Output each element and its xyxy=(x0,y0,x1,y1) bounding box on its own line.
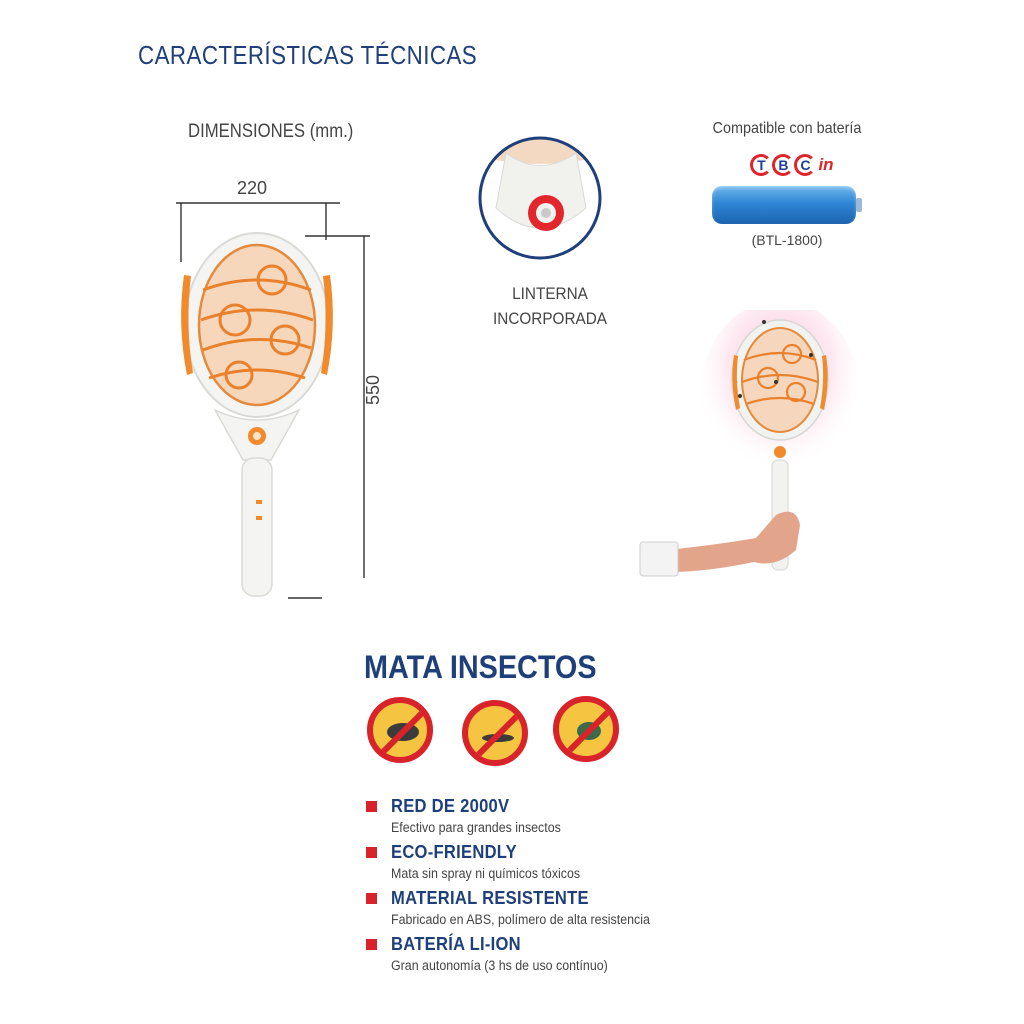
feature-item: BATERÍA LI-ION Gran autonomía (3 hs de u… xyxy=(366,934,786,973)
battery-image xyxy=(712,186,862,224)
bullet-square-icon xyxy=(366,939,377,950)
dimensions-label: DIMENSIONES (mm.) xyxy=(188,121,354,142)
product-title: MATA INSECTOS xyxy=(364,649,597,685)
flashlight-label: LINTERNA INCORPORADA xyxy=(493,284,607,328)
feature-title: MATERIAL RESISTENTE xyxy=(391,888,589,908)
feature-title: BATERÍA LI-ION xyxy=(391,934,521,954)
cockroach-icon xyxy=(367,697,433,763)
feature-description: Efectivo para grandes insectos xyxy=(391,820,561,835)
feature-item: RED DE 2000V Efectivo para grandes insec… xyxy=(366,796,786,835)
battery-compatible-label: Compatible con batería xyxy=(712,120,862,137)
bullet-square-icon xyxy=(366,801,377,812)
feature-item: ECO-FRIENDLY Mata sin spray ni químicos … xyxy=(366,842,786,881)
racket-in-hand-image xyxy=(639,310,856,577)
battery-model: (BTL-1800) xyxy=(751,232,823,248)
features-list: RED DE 2000V Efectivo para grandes insec… xyxy=(366,796,786,980)
feature-description: Gran autonomía (3 hs de uso contínuo) xyxy=(391,958,608,973)
tbcin-logo: T B C in xyxy=(732,150,852,180)
feature-description: Fabricado en ABS, polímero de alta resis… xyxy=(391,912,650,927)
feature-description: Mata sin spray ni químicos tóxicos xyxy=(391,866,581,881)
fly-icon xyxy=(553,696,619,762)
bullet-square-icon xyxy=(366,847,377,858)
racket-illustration xyxy=(181,232,333,597)
dimension-width: 220 xyxy=(237,178,268,198)
feature-item: MATERIAL RESISTENTE Fabricado en ABS, po… xyxy=(366,888,786,927)
feature-title: ECO-FRIENDLY xyxy=(391,842,517,862)
bullet-square-icon xyxy=(366,893,377,904)
feature-title: RED DE 2000V xyxy=(391,796,510,816)
mosquito-icon xyxy=(462,700,528,766)
page-title: CARACTERÍSTICAS TÉCNICAS xyxy=(138,40,478,70)
flashlight-detail-image xyxy=(478,136,602,260)
